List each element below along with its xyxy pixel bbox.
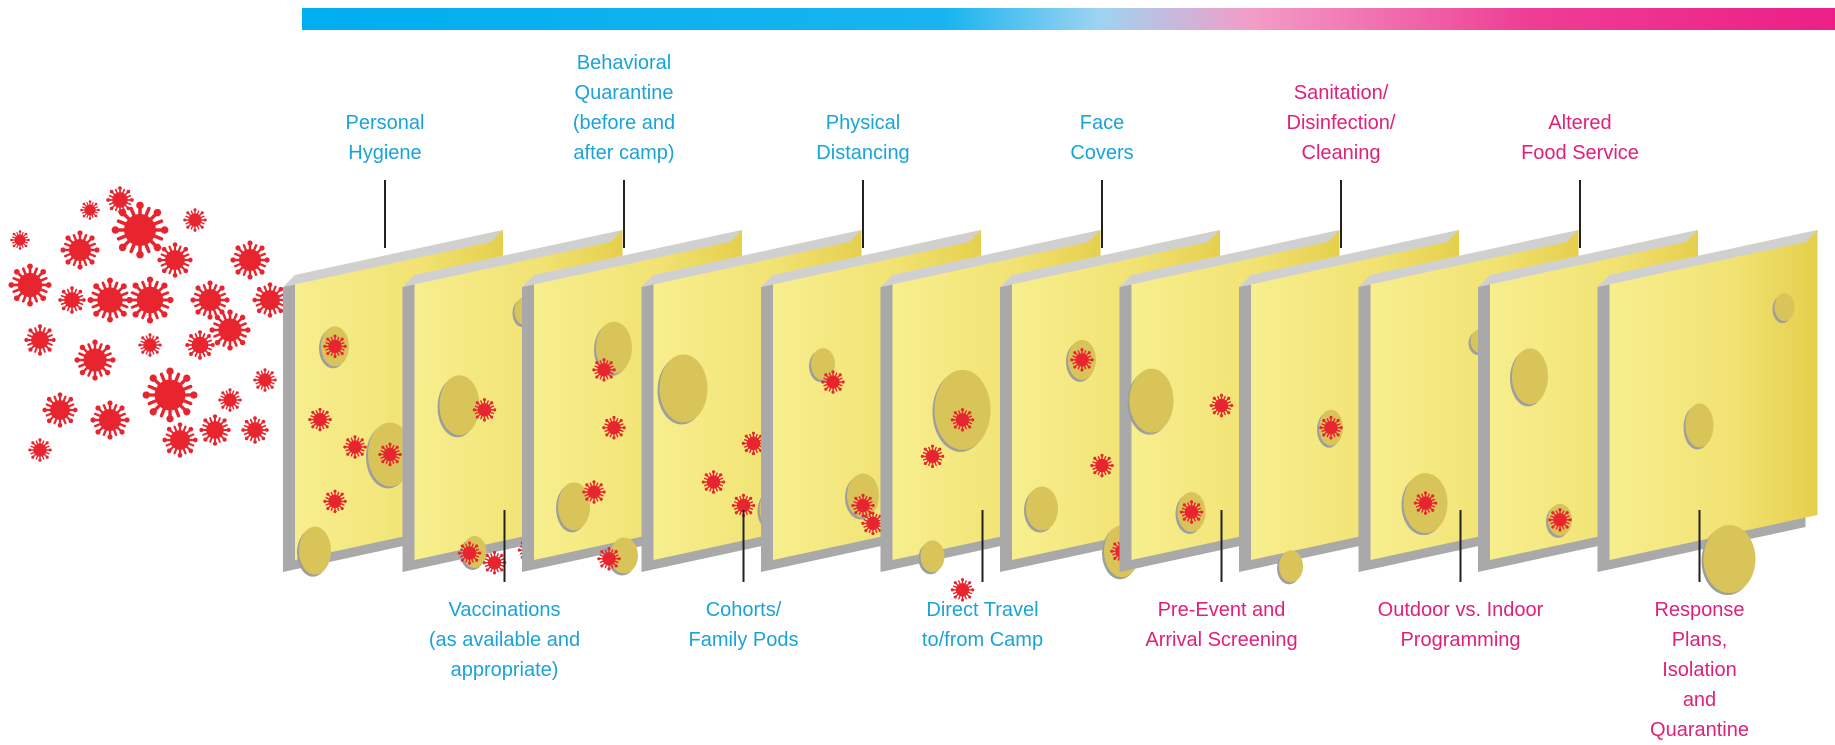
virus-icon: [218, 388, 242, 412]
virus-icon: [80, 200, 100, 220]
virus-icon: [323, 335, 347, 359]
diagram-artwork: [0, 0, 1835, 685]
cheese-slice: [1598, 230, 1818, 595]
virus-icon: [87, 277, 132, 322]
virus-icon: [592, 358, 616, 382]
virus-icon: [252, 282, 287, 317]
layer-label: Response Plans, Isolation and Quarantine: [1632, 595, 1768, 745]
virus-icon: [821, 370, 845, 394]
virus-icon: [185, 330, 214, 359]
virus-icon: [253, 368, 277, 392]
virus-icon: [702, 470, 726, 494]
virus-icon: [1210, 394, 1234, 418]
layer-label: Outdoor vs. Indoor Programming: [1378, 595, 1544, 655]
virus-icon: [1070, 348, 1094, 372]
virus-icon: [241, 416, 268, 443]
virus-icon: [308, 408, 332, 432]
virus-icon: [851, 494, 875, 518]
virus-icon: [157, 242, 192, 277]
virus-icon: [1090, 454, 1114, 478]
virus-icon: [143, 368, 198, 423]
virus-icon: [209, 309, 250, 350]
virus-icon: [42, 392, 77, 427]
layer-label: Altered Food Service: [1521, 108, 1639, 168]
virus-icon: [126, 276, 173, 323]
layer-label: Face Covers: [1070, 108, 1133, 168]
virus-icon: [1414, 491, 1438, 515]
virus-icon: [1548, 508, 1572, 532]
layer-label: Cohorts/ Family Pods: [688, 595, 798, 655]
cheese-slices: [283, 230, 1818, 602]
virus-icon: [58, 286, 85, 313]
layer-label: Physical Distancing: [816, 108, 909, 168]
virus-icon: [378, 443, 402, 467]
virus-icon: [74, 339, 115, 380]
virus-icon: [951, 408, 975, 432]
virus-icon: [138, 333, 162, 357]
virus-icon: [597, 547, 621, 571]
virus-icon: [343, 435, 367, 459]
virus-icon: [28, 438, 52, 462]
virus-icon: [106, 186, 133, 213]
layer-label: Behavioral Quarantine (before and after …: [573, 48, 675, 168]
virus-icon: [60, 230, 99, 269]
layer-label: Pre-Event and Arrival Screening: [1145, 595, 1297, 655]
virus-icon: [24, 324, 55, 355]
virus-icon: [458, 541, 482, 565]
virus-icon: [1319, 416, 1343, 440]
virus-icon: [602, 416, 626, 440]
virus-icon: [10, 230, 30, 250]
virus-icon: [323, 490, 347, 514]
layer-label: Personal Hygiene: [346, 108, 425, 168]
virus-icon: [230, 240, 269, 279]
virus-icon: [582, 480, 606, 504]
layer-label: Vaccinations (as available and appropria…: [429, 595, 580, 685]
gradient-top-bar: [302, 8, 1835, 30]
virus-icon: [90, 400, 129, 439]
layer-label: Direct Travel to/from Camp: [922, 595, 1043, 655]
layer-label: Sanitation/ Disinfection/ Cleaning: [1287, 78, 1396, 168]
virus-icon: [199, 414, 230, 445]
virus-icon: [183, 208, 207, 232]
virus-cloud: [8, 186, 287, 461]
virus-icon: [473, 398, 497, 422]
virus-icon: [162, 422, 197, 457]
virus-icon: [483, 551, 507, 575]
virus-icon: [1180, 500, 1204, 524]
virus-icon: [8, 263, 51, 306]
virus-icon: [921, 445, 945, 469]
